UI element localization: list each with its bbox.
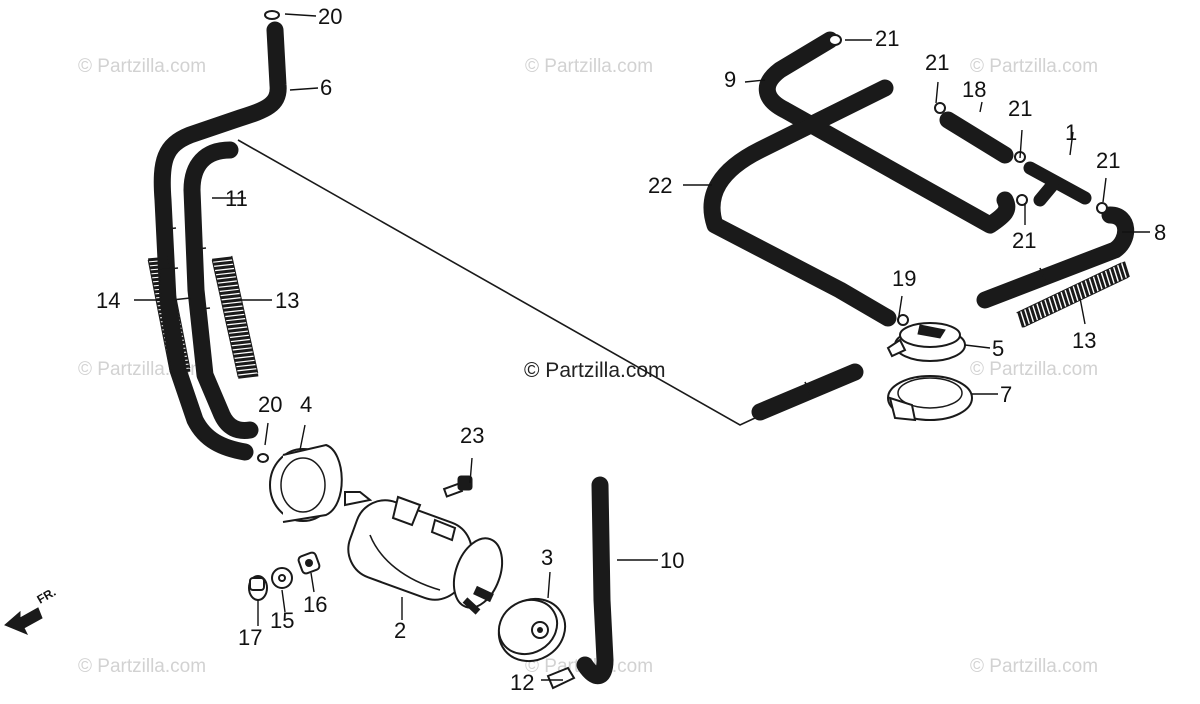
clip-21-b bbox=[934, 102, 946, 114]
clip-21-a bbox=[828, 34, 842, 46]
callout-6: 6 bbox=[320, 75, 332, 100]
callout-13-right: 13 bbox=[1072, 328, 1096, 353]
callout-21-c: 21 bbox=[1008, 96, 1032, 121]
callout-20-top: 20 bbox=[318, 4, 342, 29]
front-direction-arrow: FR. bbox=[4, 585, 59, 635]
hose-11 bbox=[183, 141, 259, 439]
callout-3: 3 bbox=[541, 545, 553, 570]
callout-18: 18 bbox=[962, 77, 986, 102]
clamp-7 bbox=[887, 375, 973, 422]
clip-20-top bbox=[264, 10, 280, 20]
clip-21-d bbox=[1016, 194, 1028, 206]
callout-7: 7 bbox=[1000, 382, 1012, 407]
hose-22 bbox=[703, 79, 897, 327]
breather-line bbox=[237, 139, 756, 426]
band-4 bbox=[269, 443, 343, 523]
callout-21-a: 21 bbox=[875, 26, 899, 51]
spring-14 bbox=[147, 255, 191, 374]
valve-5 bbox=[886, 322, 966, 362]
t-joint-1 bbox=[1023, 161, 1092, 207]
watermark-bottom-right: © Partzilla.com bbox=[970, 656, 1098, 677]
callout-2: 2 bbox=[394, 618, 406, 643]
watermark-top-right: © Partzilla.com bbox=[970, 56, 1098, 77]
callout-22: 22 bbox=[648, 173, 672, 198]
callout-17: 17 bbox=[238, 625, 262, 650]
callout-9: 9 bbox=[724, 67, 736, 92]
watermark-bottom-left: © Partzilla.com bbox=[78, 656, 206, 677]
callout-20-mid: 20 bbox=[258, 392, 282, 417]
short-hose-center bbox=[751, 363, 864, 421]
watermark-top-left: © Partzilla.com bbox=[78, 56, 206, 77]
callout-21-e: 21 bbox=[1096, 148, 1120, 173]
nut-16 bbox=[297, 551, 321, 575]
watermark-top-middle: © Partzilla.com bbox=[525, 56, 653, 77]
callout-14: 14 bbox=[96, 288, 120, 313]
spring-13-left bbox=[211, 255, 259, 379]
spring-13-right bbox=[1016, 261, 1130, 328]
grommet-12 bbox=[546, 666, 576, 690]
callout-4: 4 bbox=[300, 392, 312, 417]
watermark-middle-right: © Partzilla.com bbox=[970, 359, 1098, 380]
callout-23: 23 bbox=[460, 423, 484, 448]
clip-21-e bbox=[1096, 202, 1108, 214]
callout-8: 8 bbox=[1154, 220, 1166, 245]
leaders bbox=[134, 13, 1150, 681]
hose-10 bbox=[576, 476, 614, 685]
cap-3 bbox=[497, 597, 567, 663]
screw-23 bbox=[442, 475, 473, 498]
callout-21-d: 21 bbox=[1012, 228, 1036, 253]
watermark-center: © Partzilla.com bbox=[524, 359, 666, 382]
clip-20-mid bbox=[257, 453, 269, 463]
fuel-pump-2 bbox=[344, 491, 504, 615]
callout-12: 12 bbox=[510, 670, 534, 695]
callout-19: 19 bbox=[892, 266, 916, 291]
callout-1: 1 bbox=[1065, 120, 1077, 145]
callout-13-left: 13 bbox=[275, 288, 299, 313]
callout-21-b: 21 bbox=[925, 50, 949, 75]
cap-nut-17 bbox=[248, 575, 268, 601]
callout-15: 15 bbox=[270, 608, 294, 633]
callout-11: 11 bbox=[225, 186, 248, 211]
hose-9 bbox=[759, 31, 1016, 234]
callout-5: 5 bbox=[992, 336, 1004, 361]
washer-15 bbox=[271, 567, 293, 589]
callout-16: 16 bbox=[303, 592, 327, 617]
direction-label: FR. bbox=[35, 585, 59, 607]
hose-6 bbox=[153, 21, 287, 461]
callout-10: 10 bbox=[660, 548, 684, 573]
hose-18 bbox=[939, 111, 1014, 164]
